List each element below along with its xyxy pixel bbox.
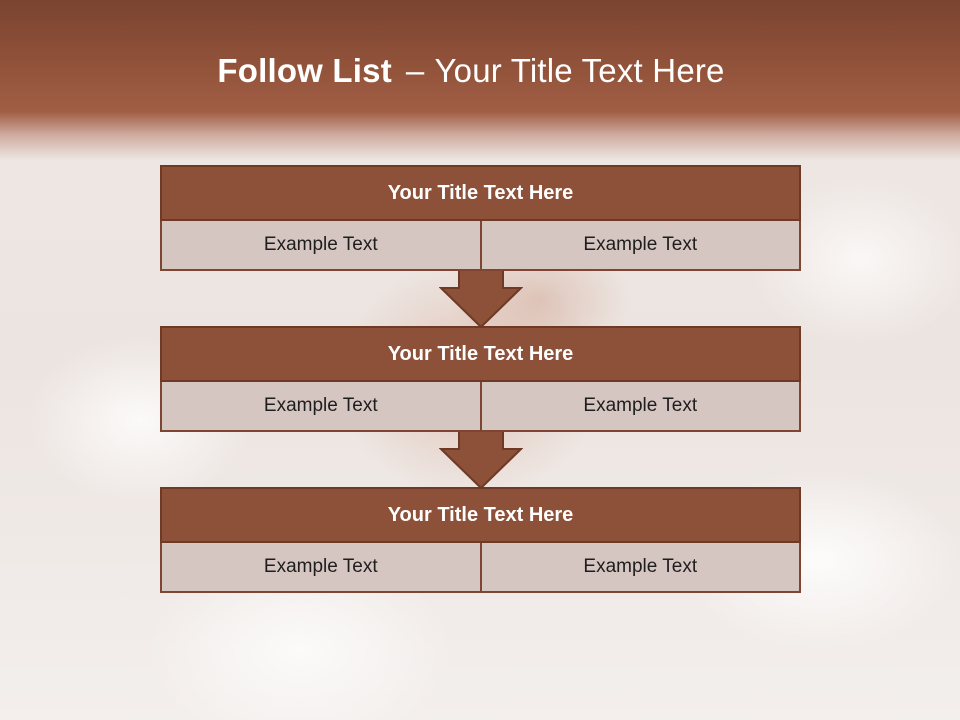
step-cell-left: Example Text bbox=[160, 382, 482, 432]
step-cell-left: Example Text bbox=[160, 543, 482, 593]
step-title: Your Title Text Here bbox=[160, 165, 801, 221]
down-arrow-icon bbox=[439, 270, 523, 328]
step-cells: Example Text Example Text bbox=[160, 221, 801, 271]
step-block: Your Title Text Here Example Text Exampl… bbox=[160, 326, 801, 432]
title-rest: Your Title Text Here bbox=[434, 52, 725, 89]
step-cells: Example Text Example Text bbox=[160, 543, 801, 593]
step-block: Your Title Text Here Example Text Exampl… bbox=[160, 165, 801, 271]
step-cell-right: Example Text bbox=[481, 382, 801, 432]
slide-title: Follow List–Your Title Text Here bbox=[0, 52, 942, 90]
step-cells: Example Text Example Text bbox=[160, 382, 801, 432]
title-dash: – bbox=[405, 52, 425, 89]
step-cell-right: Example Text bbox=[481, 543, 801, 593]
title-bar bbox=[0, 0, 960, 160]
step-title: Your Title Text Here bbox=[160, 326, 801, 382]
step-cell-right: Example Text bbox=[481, 221, 801, 271]
title-bold: Follow List bbox=[217, 52, 392, 89]
down-arrow-icon bbox=[439, 431, 523, 489]
step-title: Your Title Text Here bbox=[160, 487, 801, 543]
step-block: Your Title Text Here Example Text Exampl… bbox=[160, 487, 801, 593]
step-cell-left: Example Text bbox=[160, 221, 482, 271]
